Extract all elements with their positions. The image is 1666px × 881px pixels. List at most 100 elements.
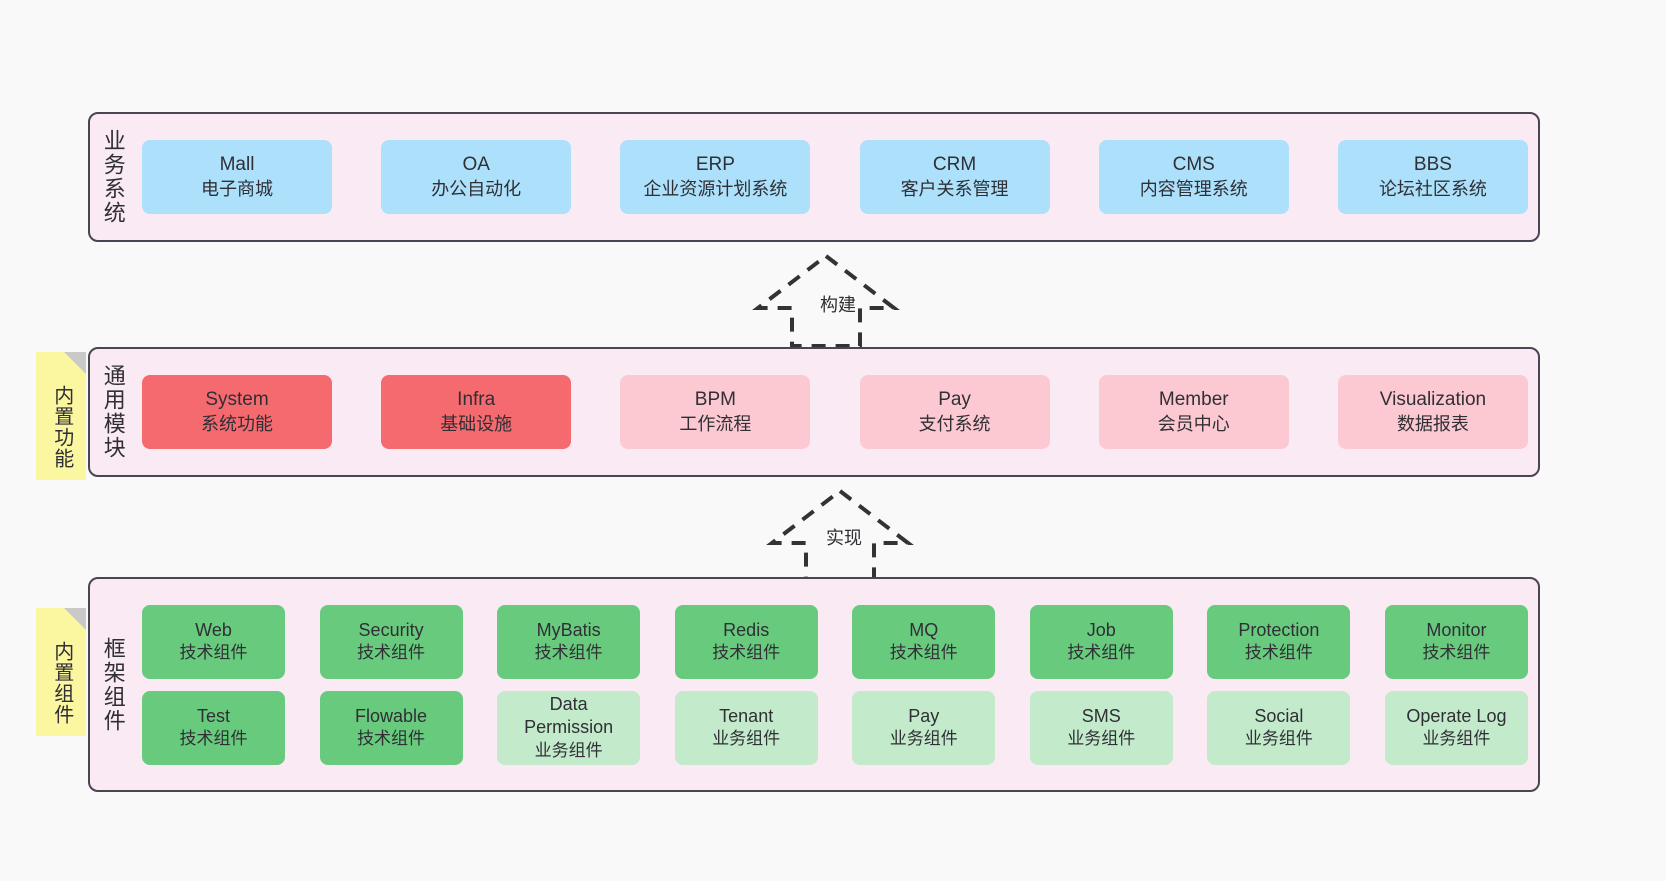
card-subtitle: 业务组件 — [889, 729, 958, 749]
card-subtitle: 业务组件 — [1244, 729, 1313, 749]
card-job[interactable]: Job 技术组件 — [1029, 604, 1173, 679]
card-subtitle: 技术组件 — [357, 729, 426, 749]
card-title: CRM — [932, 153, 977, 175]
card-subtitle: 技术组件 — [357, 643, 426, 663]
card-subtitle: 业务组件 — [1422, 729, 1491, 749]
card-mybatis[interactable]: MyBatis 技术组件 — [497, 604, 641, 679]
implement-arrow — [766, 485, 914, 590]
note-builtin-function-label: 内置功能 — [50, 385, 73, 469]
card-subtitle: 企业资源计划系统 — [643, 178, 788, 199]
card-title: Infra — [457, 388, 496, 410]
card-subtitle: 业务组件 — [534, 740, 603, 760]
card-social[interactable]: Social 业务组件 — [1207, 690, 1351, 765]
card-tenant[interactable]: Tenant 业务组件 — [674, 690, 818, 765]
card-protection[interactable]: Protection 技术组件 — [1207, 604, 1351, 679]
card-erp[interactable]: ERP 企业资源计划系统 — [620, 140, 811, 214]
card-sms[interactable]: SMS 业务组件 — [1029, 690, 1173, 765]
note-builtin-function: 内置功能 — [36, 352, 86, 480]
card-operate-log[interactable]: Operate Log 业务组件 — [1384, 690, 1528, 765]
card-subtitle: 技术组件 — [1067, 643, 1136, 663]
note-builtin-component-label: 内置组件 — [50, 641, 73, 725]
card-title: Monitor — [1426, 619, 1487, 640]
card-subtitle: 技术组件 — [889, 643, 958, 663]
framework-business-row: Test 技术组件 Flowable 技术组件 Data Permission … — [142, 690, 1528, 765]
card-title: Mall — [219, 153, 255, 175]
card-cms[interactable]: CMS 内容管理系统 — [1098, 140, 1289, 214]
card-title: OA — [462, 153, 490, 175]
card-subtitle: 支付系统 — [918, 413, 991, 434]
card-title: Test — [196, 705, 230, 726]
card-subtitle: 工作流程 — [679, 413, 752, 434]
card-redis[interactable]: Redis 技术组件 — [674, 604, 818, 679]
page-fold-icon — [64, 352, 86, 374]
card-title: Flowable — [355, 705, 428, 726]
layer-business-systems-cards: Mall 电子商城 OA 办公自动化 ERP 企业资源计划系统 CRM 客户关系… — [136, 114, 1538, 240]
card-title: Job — [1086, 619, 1116, 640]
card-crm[interactable]: CRM 客户关系管理 — [859, 140, 1050, 214]
card-bbs[interactable]: BBS 论坛社区系统 — [1337, 140, 1528, 214]
card-title: Member — [1158, 388, 1229, 410]
card-title: Data Permission — [524, 694, 614, 738]
card-subtitle: 办公自动化 — [431, 178, 522, 199]
card-infra[interactable]: Infra 基础设施 — [381, 375, 572, 449]
card-system[interactable]: System 系统功能 — [142, 375, 332, 449]
layer-common-modules-cards: System 系统功能 Infra 基础设施 BPM 工作流程 Pay 支付系统… — [136, 349, 1538, 475]
card-subtitle: 内容管理系统 — [1139, 178, 1248, 199]
card-mq[interactable]: MQ 技术组件 — [852, 604, 996, 679]
card-web[interactable]: Web 技术组件 — [142, 604, 285, 679]
card-title: ERP — [695, 153, 735, 175]
card-subtitle: 电子商城 — [201, 178, 273, 199]
implement-arrow-label: 实现 — [824, 524, 864, 550]
card-title: Protection — [1238, 619, 1320, 640]
card-subtitle: 技术组件 — [1422, 643, 1491, 663]
card-title: MyBatis — [536, 619, 601, 640]
card-title: Web — [195, 619, 232, 640]
card-title: Redis — [723, 619, 770, 640]
card-flowable[interactable]: Flowable 技术组件 — [319, 690, 463, 765]
card-title: CMS — [1172, 153, 1215, 175]
card-title: Security — [358, 619, 424, 640]
layer-business-systems-title: 业务系统 — [100, 129, 126, 225]
card-subtitle: 客户关系管理 — [900, 178, 1009, 199]
card-oa[interactable]: OA 办公自动化 — [381, 140, 572, 214]
layer-framework-components: 框架组件 Web 技术组件 Security 技术组件 MyBatis 技术组件… — [88, 577, 1540, 792]
card-subtitle: 技术组件 — [1244, 643, 1313, 663]
build-arrow — [752, 250, 900, 355]
build-arrow-label: 构建 — [818, 291, 858, 317]
card-subtitle: 业务组件 — [712, 729, 781, 749]
card-title: SMS — [1081, 705, 1121, 726]
card-data-permission[interactable]: Data Permission 业务组件 — [497, 690, 641, 765]
card-subtitle: 业务组件 — [1067, 729, 1136, 749]
card-monitor[interactable]: Monitor 技术组件 — [1384, 604, 1528, 679]
card-subtitle: 论坛社区系统 — [1378, 178, 1487, 199]
layer-framework-components-cards: Web 技术组件 Security 技术组件 MyBatis 技术组件 Redi… — [136, 579, 1538, 790]
card-test[interactable]: Test 技术组件 — [142, 690, 285, 765]
card-subtitle: 技术组件 — [712, 643, 781, 663]
card-title: Visualization — [1379, 388, 1487, 410]
card-title: Pay — [908, 705, 940, 726]
card-visualization[interactable]: Visualization 数据报表 — [1337, 375, 1528, 449]
card-pay[interactable]: Pay 支付系统 — [859, 375, 1050, 449]
card-title: MQ — [909, 619, 939, 640]
layer-common-modules: 通用模块 System 系统功能 Infra 基础设施 BPM 工作流程 Pay… — [88, 347, 1540, 477]
card-member[interactable]: Member 会员中心 — [1098, 375, 1289, 449]
card-security[interactable]: Security 技术组件 — [319, 604, 463, 679]
card-pay-component[interactable]: Pay 业务组件 — [852, 690, 996, 765]
card-subtitle: 技术组件 — [534, 643, 603, 663]
card-subtitle: 技术组件 — [179, 643, 248, 663]
card-title: BPM — [694, 388, 736, 410]
note-builtin-component: 内置组件 — [36, 608, 86, 736]
card-title: Tenant — [719, 705, 774, 726]
card-subtitle: 基础设施 — [440, 413, 513, 434]
layer-framework-components-title: 框架组件 — [100, 636, 126, 733]
card-title: Operate Log — [1406, 705, 1507, 726]
page-fold-icon — [64, 608, 86, 630]
card-subtitle: 数据报表 — [1396, 413, 1469, 434]
card-mall[interactable]: Mall 电子商城 — [142, 140, 332, 214]
card-subtitle: 系统功能 — [201, 413, 273, 434]
card-title: Social — [1254, 705, 1304, 726]
layer-common-modules-title: 通用模块 — [100, 364, 126, 460]
card-bpm[interactable]: BPM 工作流程 — [620, 375, 811, 449]
layer-business-systems: 业务系统 Mall 电子商城 OA 办公自动化 ERP 企业资源计划系统 CRM… — [88, 112, 1540, 242]
framework-tech-row: Web 技术组件 Security 技术组件 MyBatis 技术组件 Redi… — [142, 604, 1528, 679]
